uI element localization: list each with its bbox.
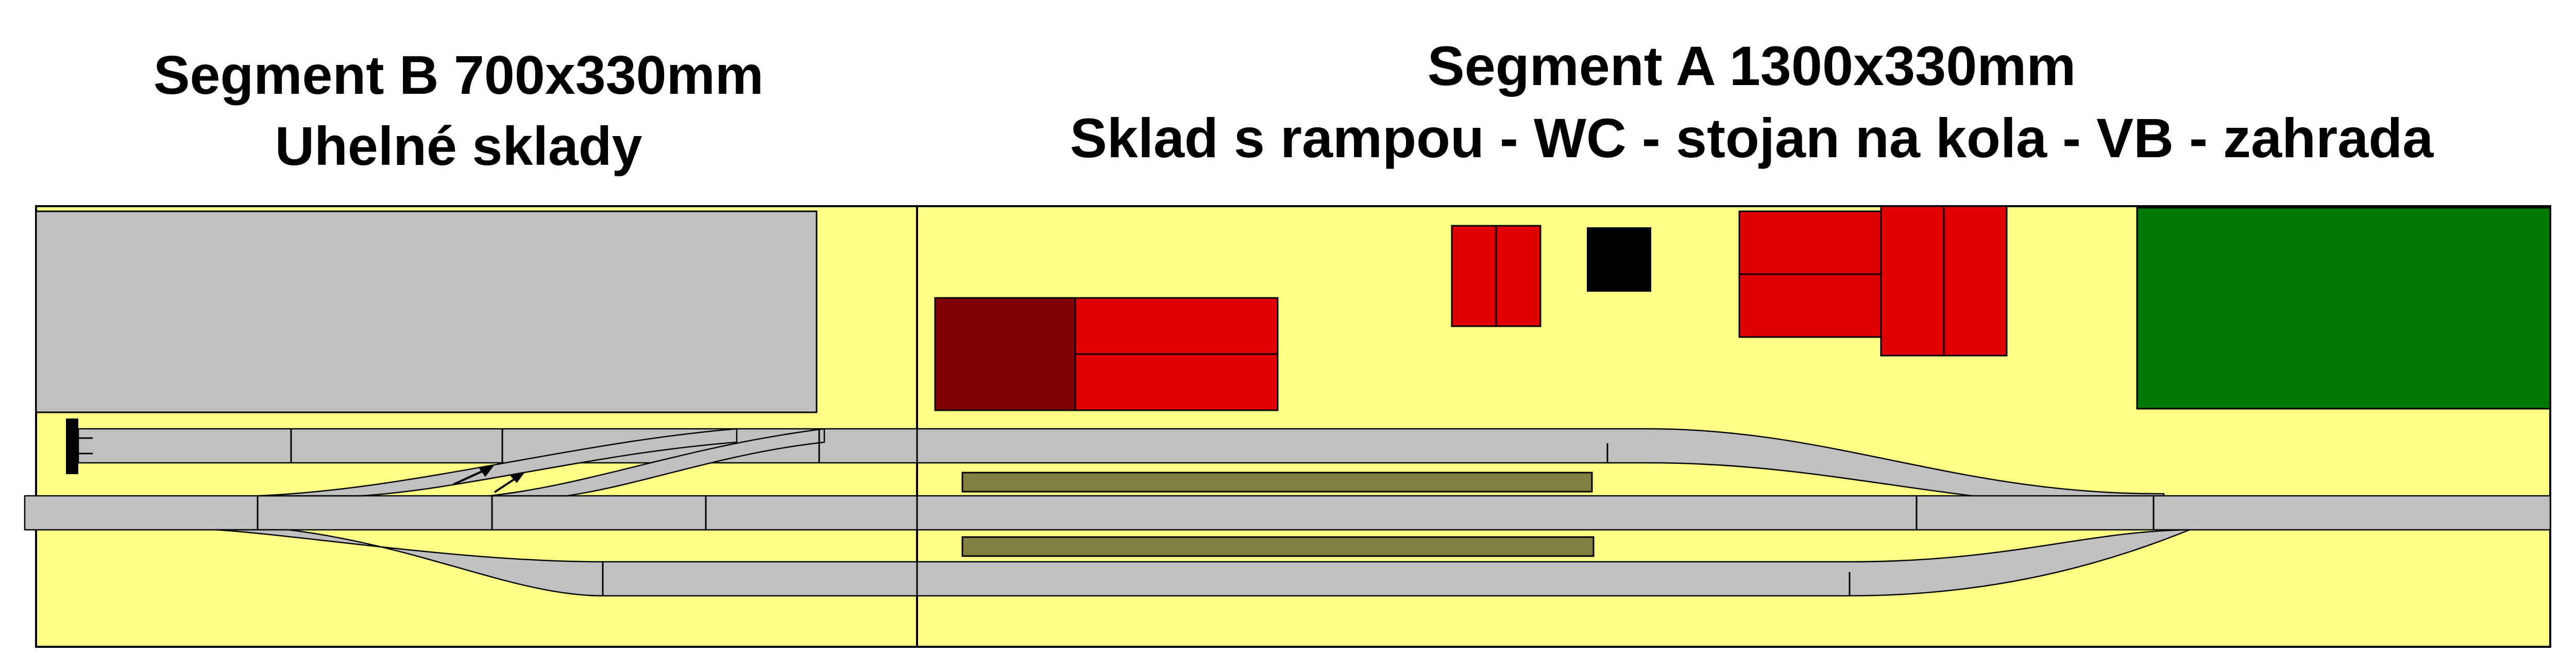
lower-loop-track [916, 529, 2191, 597]
buffer-stop [66, 418, 78, 474]
small-building-right [1495, 225, 1541, 327]
segment-b-title: Segment B 700x330mm [153, 45, 764, 106]
segment-b-crossover [257, 428, 738, 497]
segment-a-title: Segment A 1300x330mm [1427, 35, 2076, 97]
main-line-track [24, 495, 2551, 531]
coal-yard-area [35, 210, 818, 413]
station-main-right [1943, 205, 2008, 357]
track-joints [257, 429, 2155, 596]
platform-upper [961, 472, 1593, 493]
segment-a-heading: Segment A 1300x330mm Sklad s rampou - WC… [943, 30, 2561, 175]
garden-area [2136, 207, 2551, 410]
warehouse-ramp-lower [1074, 353, 1279, 411]
segment-b-subtitle: Uhelné sklady [275, 115, 642, 177]
segment-a-subtitle: Sklad s rampou - WC - stojan na kola - V… [1070, 107, 2434, 170]
station-annex-upper [1738, 210, 1882, 275]
station-annex-lower [1738, 273, 1882, 338]
lower-loop-track-b [215, 529, 918, 597]
warehouse-ramp-upper [1074, 297, 1279, 355]
wc-building [1587, 227, 1651, 292]
uncoupler-arrows [453, 465, 526, 493]
warehouse-dark-building [934, 297, 1076, 411]
station-main-left [1880, 205, 1945, 357]
segment-b-heading: Segment B 700x330mm Uhelné sklady [41, 40, 876, 182]
small-building-left [1451, 225, 1497, 327]
platform-lower [961, 536, 1595, 557]
segment-b-crossover-2 [488, 428, 825, 497]
